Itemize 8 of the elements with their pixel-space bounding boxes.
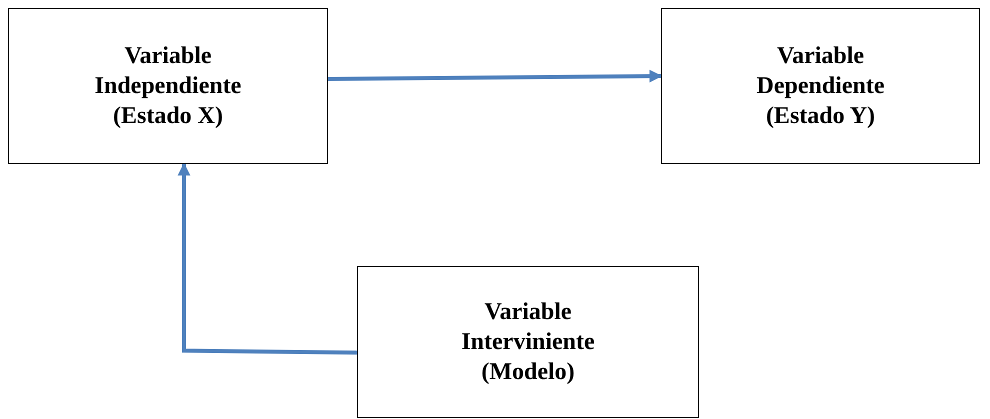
- process-box: [661, 8, 980, 164]
- node-label: Variable Dependiente (Estado Y): [756, 42, 886, 131]
- node-label: Variable Interviniente (Modelo): [460, 298, 596, 387]
- process-box: [357, 266, 699, 418]
- arrow: [178, 162, 358, 355]
- node-label: Variable Independiente (Estado X): [94, 42, 242, 131]
- process-box: [8, 8, 328, 164]
- arrow: [328, 70, 662, 82]
